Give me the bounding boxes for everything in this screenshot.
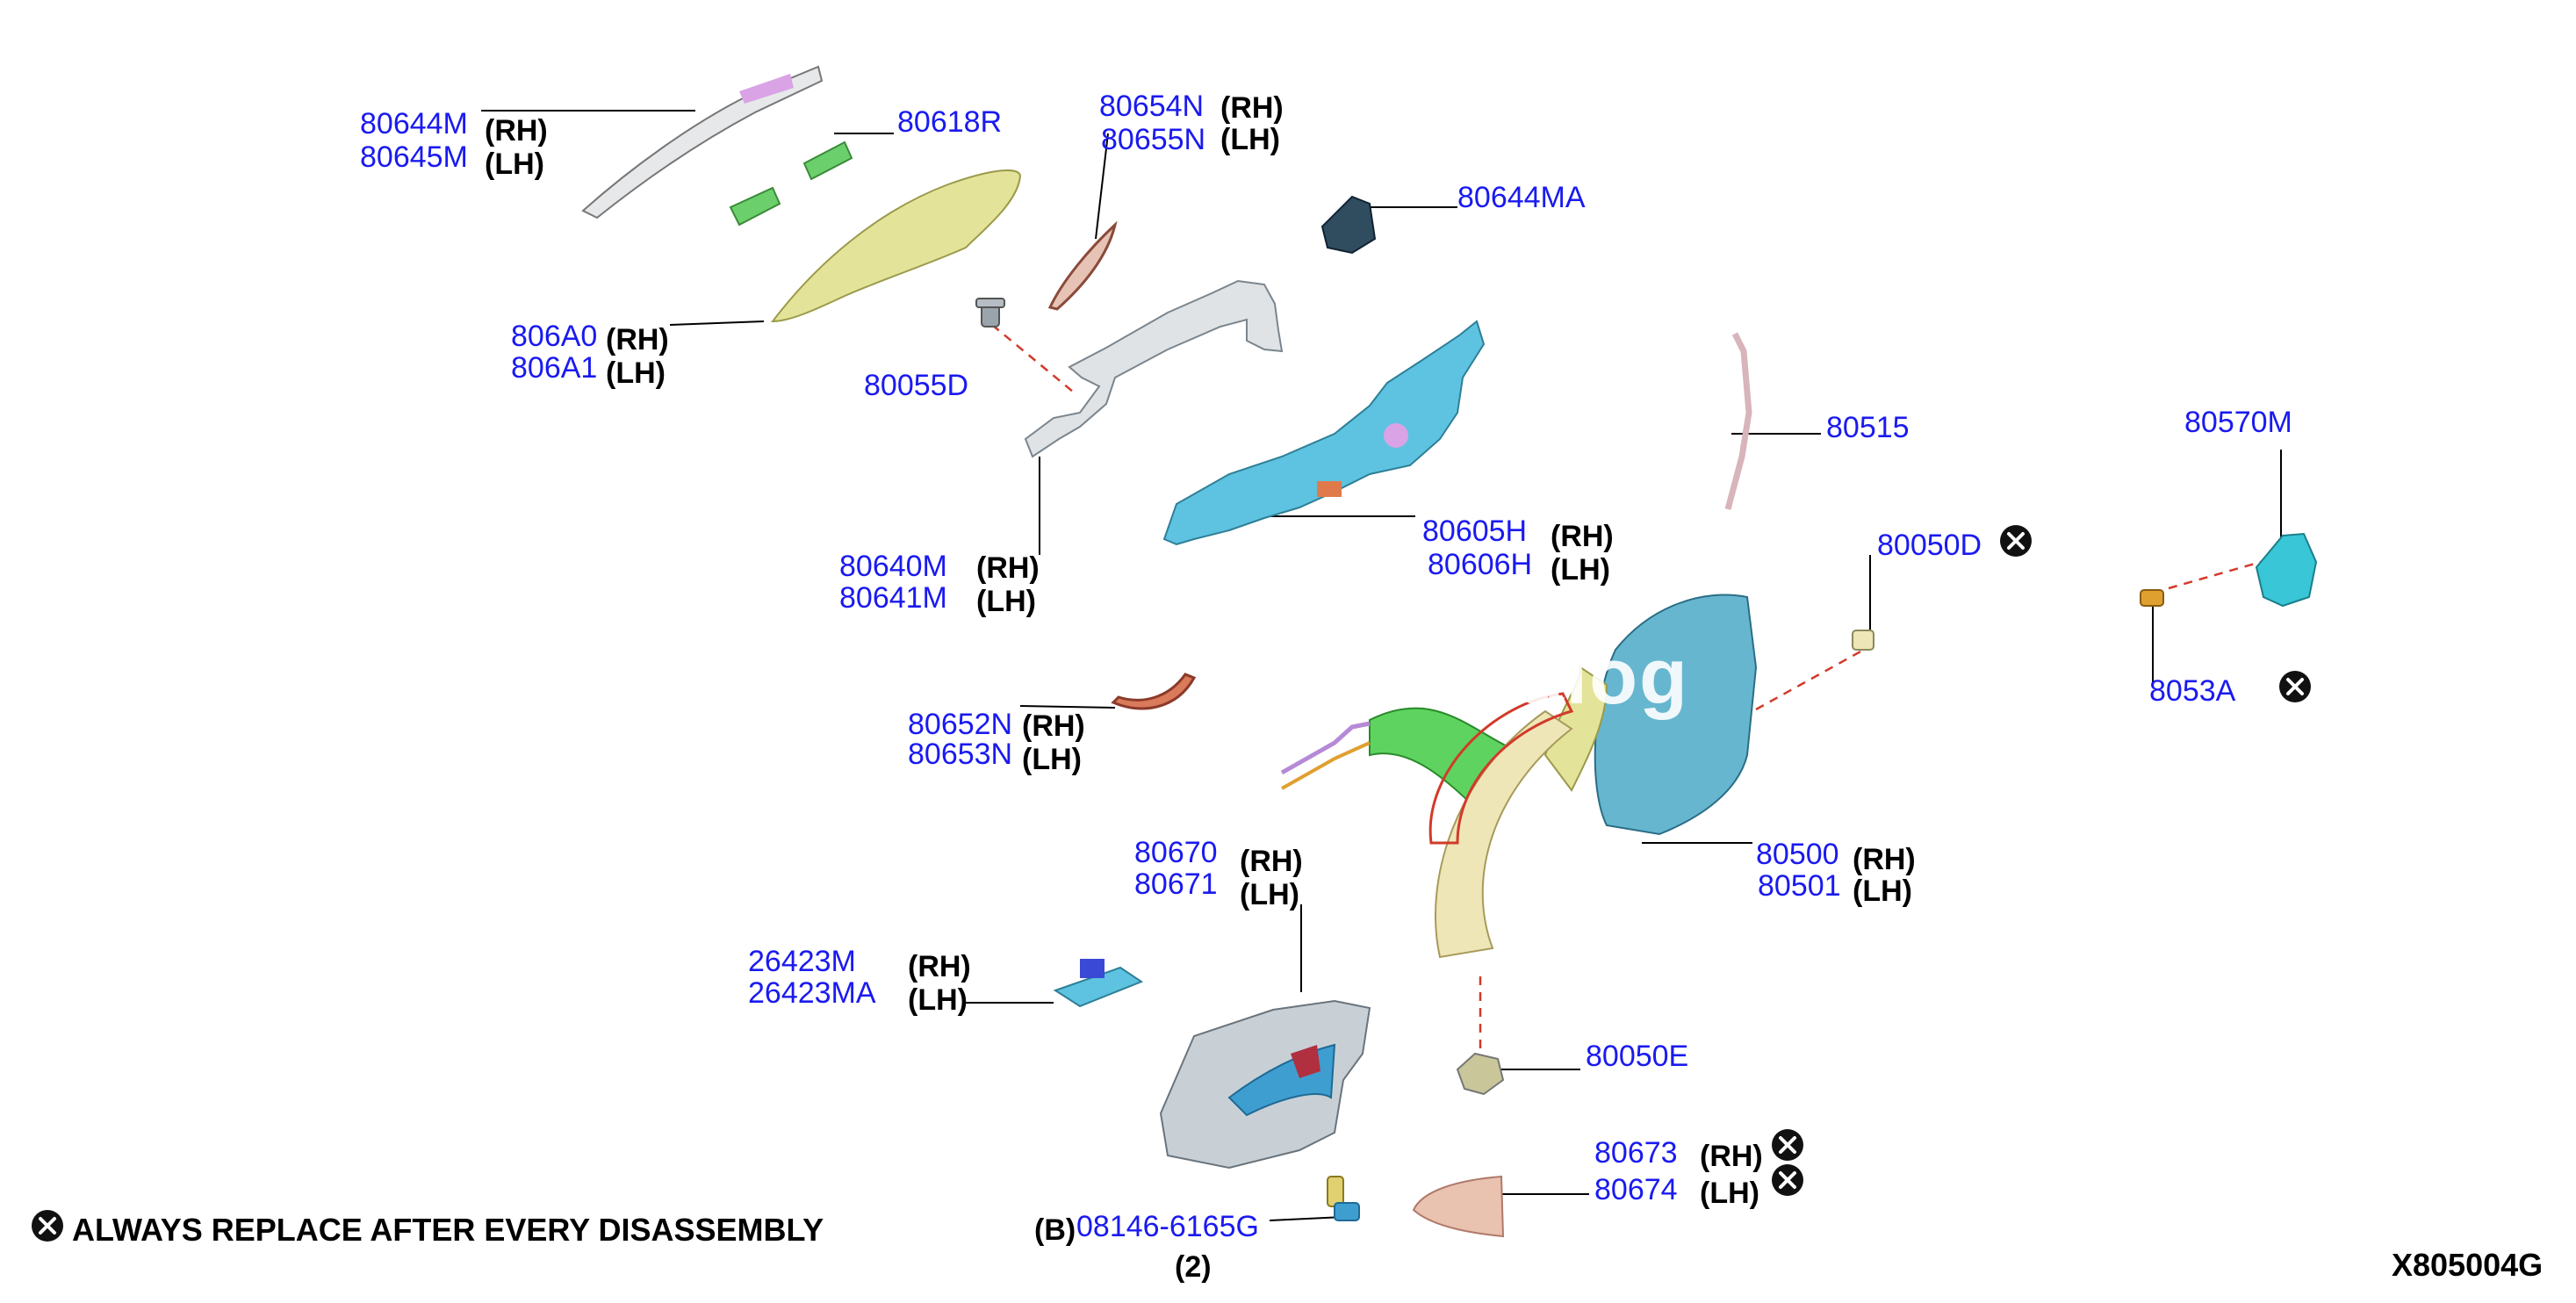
part-number-08146-6165G[interactable]: 08146-6165G: [1076, 1210, 1259, 1243]
part-number-80644MA[interactable]: 80644MA: [1457, 181, 1586, 214]
part-number-8053A[interactable]: 8053A: [2149, 674, 2236, 708]
part-number-26423M[interactable]: 26423M: [748, 945, 856, 978]
part-number-80055D[interactable]: 80055D: [864, 369, 969, 402]
side-lh: (LH): [1853, 875, 1912, 908]
side-rh: (RH): [1240, 845, 1303, 878]
part-number-80618R[interactable]: 80618R: [897, 105, 1003, 139]
watermark: Catalog: [1387, 633, 1690, 721]
part-number-80652N[interactable]: 80652N: [908, 708, 1013, 741]
part-rod: [1724, 332, 1752, 510]
part-green-clip: [729, 140, 853, 227]
alignment-lines: [991, 324, 2262, 1062]
side-lh: (LH): [1022, 743, 1082, 776]
part-number-80605H[interactable]: 80605H: [1422, 515, 1528, 548]
part-lock-screw: [1852, 630, 1874, 651]
part-number-80641M[interactable]: 80641M: [839, 581, 947, 615]
part-number-80674[interactable]: 80674: [1594, 1173, 1678, 1206]
part-escutcheon: [1047, 220, 1118, 311]
side-rh: (RH): [1853, 843, 1916, 876]
part-handle-base: [1162, 320, 1486, 546]
part-clip-80050E: [1456, 1052, 1505, 1096]
side-lh: (LH): [976, 585, 1036, 618]
part-number-80671[interactable]: 80671: [1134, 867, 1218, 901]
side-lh: (LH): [908, 983, 968, 1017]
part-number-80670[interactable]: 80670: [1134, 836, 1218, 869]
bolt-quantity: (2): [1175, 1250, 1212, 1284]
part-handle-frame: [1024, 279, 1284, 458]
side-rh: (RH): [606, 323, 669, 356]
leader-lines: [481, 110, 2282, 1221]
part-number-80515[interactable]: 80515: [1826, 411, 1910, 444]
part-number-80640M[interactable]: 80640M: [839, 550, 947, 583]
side-lh: (LH): [1240, 878, 1299, 911]
part-number-80654N[interactable]: 80654N: [1099, 90, 1205, 123]
part-number-80653N[interactable]: 80653N: [908, 738, 1013, 771]
side-rh: (RH): [1700, 1140, 1763, 1173]
part-bezel: [1111, 673, 1197, 710]
part-inside-handle: [1159, 999, 1371, 1170]
part-number-80644M[interactable]: 80644M: [360, 107, 468, 140]
part-number-80500[interactable]: 80500: [1756, 838, 1839, 871]
part-number-80050D[interactable]: 80050D: [1877, 529, 1982, 562]
side-rh: (RH): [1022, 709, 1085, 743]
side-lh: (LH): [1700, 1177, 1759, 1210]
side-lh: (LH): [1220, 123, 1280, 156]
part-striker-screw: [2140, 589, 2164, 607]
side-rh: (RH): [1220, 91, 1284, 125]
part-number-80050E[interactable]: 80050E: [1586, 1040, 1689, 1073]
part-number-26423MA[interactable]: 26423MA: [748, 976, 876, 1010]
replace-note: ALWAYS REPLACE AFTER EVERY DISASSEMBLY: [72, 1212, 824, 1248]
side-rh: (RH): [1551, 520, 1614, 553]
part-number-80655N[interactable]: 80655N: [1101, 123, 1206, 156]
side-rh: (RH): [485, 114, 548, 148]
part-door-lock-assembly: [1280, 594, 1758, 959]
diagram-code: X805004G: [2392, 1247, 2544, 1283]
side-rh: (RH): [976, 551, 1040, 585]
part-bolt-80055D: [975, 298, 1005, 328]
side-lh: (LH): [1551, 553, 1610, 587]
side-lh: (LH): [485, 148, 544, 181]
part-number-80501[interactable]: 80501: [1758, 869, 1841, 903]
part-switch: [1053, 959, 1144, 1008]
bolt-prefix: (B): [1034, 1213, 1076, 1247]
part-handle-cover-strip: [581, 65, 824, 220]
part-number-80645M[interactable]: 80645M: [360, 140, 468, 174]
part-dark-bracket: [1320, 195, 1377, 255]
part-number-80606H[interactable]: 80606H: [1428, 548, 1533, 581]
part-number-80570M[interactable]: 80570M: [2184, 406, 2292, 439]
part-bolt-08146: [1327, 1176, 1360, 1221]
part-striker: [2255, 532, 2318, 608]
part-number-806A1[interactable]: 806A1: [511, 351, 598, 385]
side-rh: (RH): [908, 950, 971, 983]
part-number-80673[interactable]: 80673: [1594, 1136, 1678, 1170]
part-finisher: [1412, 1175, 1505, 1238]
part-outside-handle: [770, 169, 1022, 323]
side-lh: (LH): [606, 356, 666, 390]
part-number-806A0[interactable]: 806A0: [511, 320, 598, 353]
